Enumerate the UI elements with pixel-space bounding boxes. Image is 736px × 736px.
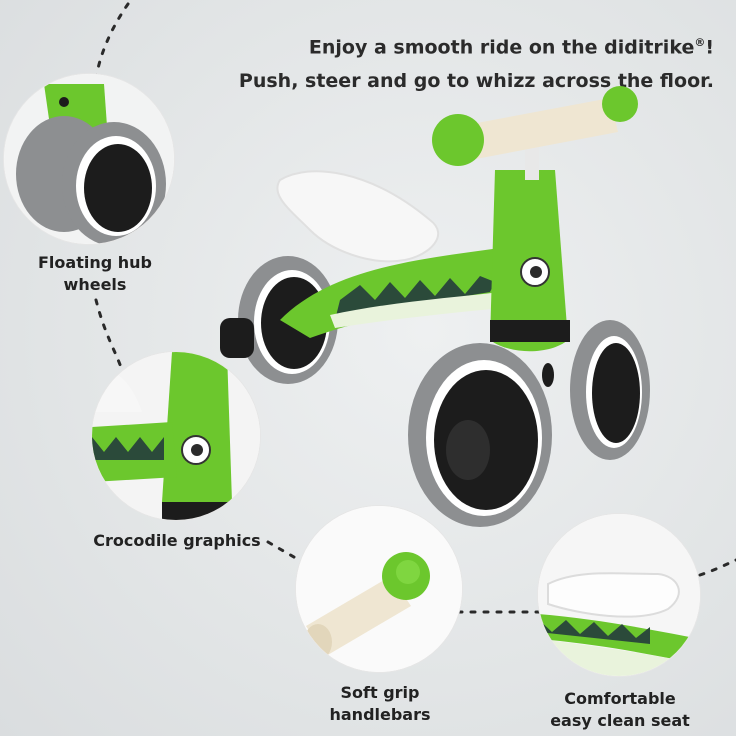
front-left-wheel <box>408 343 552 527</box>
connector-top <box>94 2 130 80</box>
feature-bubble-wheels <box>4 74 174 244</box>
connector-crocodile <box>266 540 314 570</box>
headline: Enjoy a smooth ride on the diditrike®! P… <box>239 26 714 98</box>
caption-wheels-line-2: wheels <box>63 275 127 294</box>
wheel-closeup-icon <box>4 74 174 244</box>
connector-left-mid <box>94 298 124 372</box>
caption-handlebar-line-1: Soft grip <box>340 683 420 702</box>
caption-wheels-line-1: Floating hub <box>38 253 152 272</box>
feature-bubble-crocodile <box>92 352 260 520</box>
caption-wheels: Floating hub wheels <box>20 252 170 296</box>
feature-bubble-handlebar <box>296 506 462 672</box>
caption-handlebar-line-2: handlebars <box>329 705 431 724</box>
seat <box>276 170 439 263</box>
front-right-wheel <box>570 320 650 460</box>
handlebar <box>450 98 618 162</box>
headline-line-1: Enjoy a smooth ride on the diditrike®! <box>308 36 714 59</box>
right-grip-cap <box>602 86 638 122</box>
caption-seat-line-1: Comfortable <box>564 689 676 708</box>
caption-handlebar: Soft grip handlebars <box>310 682 450 726</box>
caption-seat: Comfortable easy clean seat <box>540 688 700 732</box>
caption-crocodile-line-1: Crocodile graphics <box>93 531 261 550</box>
crocodile-eye-closeup-icon <box>92 352 260 520</box>
left-grip-cap <box>432 114 484 166</box>
headline-line-2: Push, steer and go to whizz across the f… <box>238 70 714 93</box>
caption-seat-line-2: easy clean seat <box>550 711 690 730</box>
seat-closeup-icon <box>538 514 700 676</box>
handlebar-grip-closeup-icon <box>296 506 462 672</box>
balance-bike-illustration <box>220 86 650 527</box>
caption-crocodile: Crocodile graphics <box>82 530 272 552</box>
feature-bubble-seat <box>538 514 700 676</box>
connector-seat <box>698 558 736 577</box>
